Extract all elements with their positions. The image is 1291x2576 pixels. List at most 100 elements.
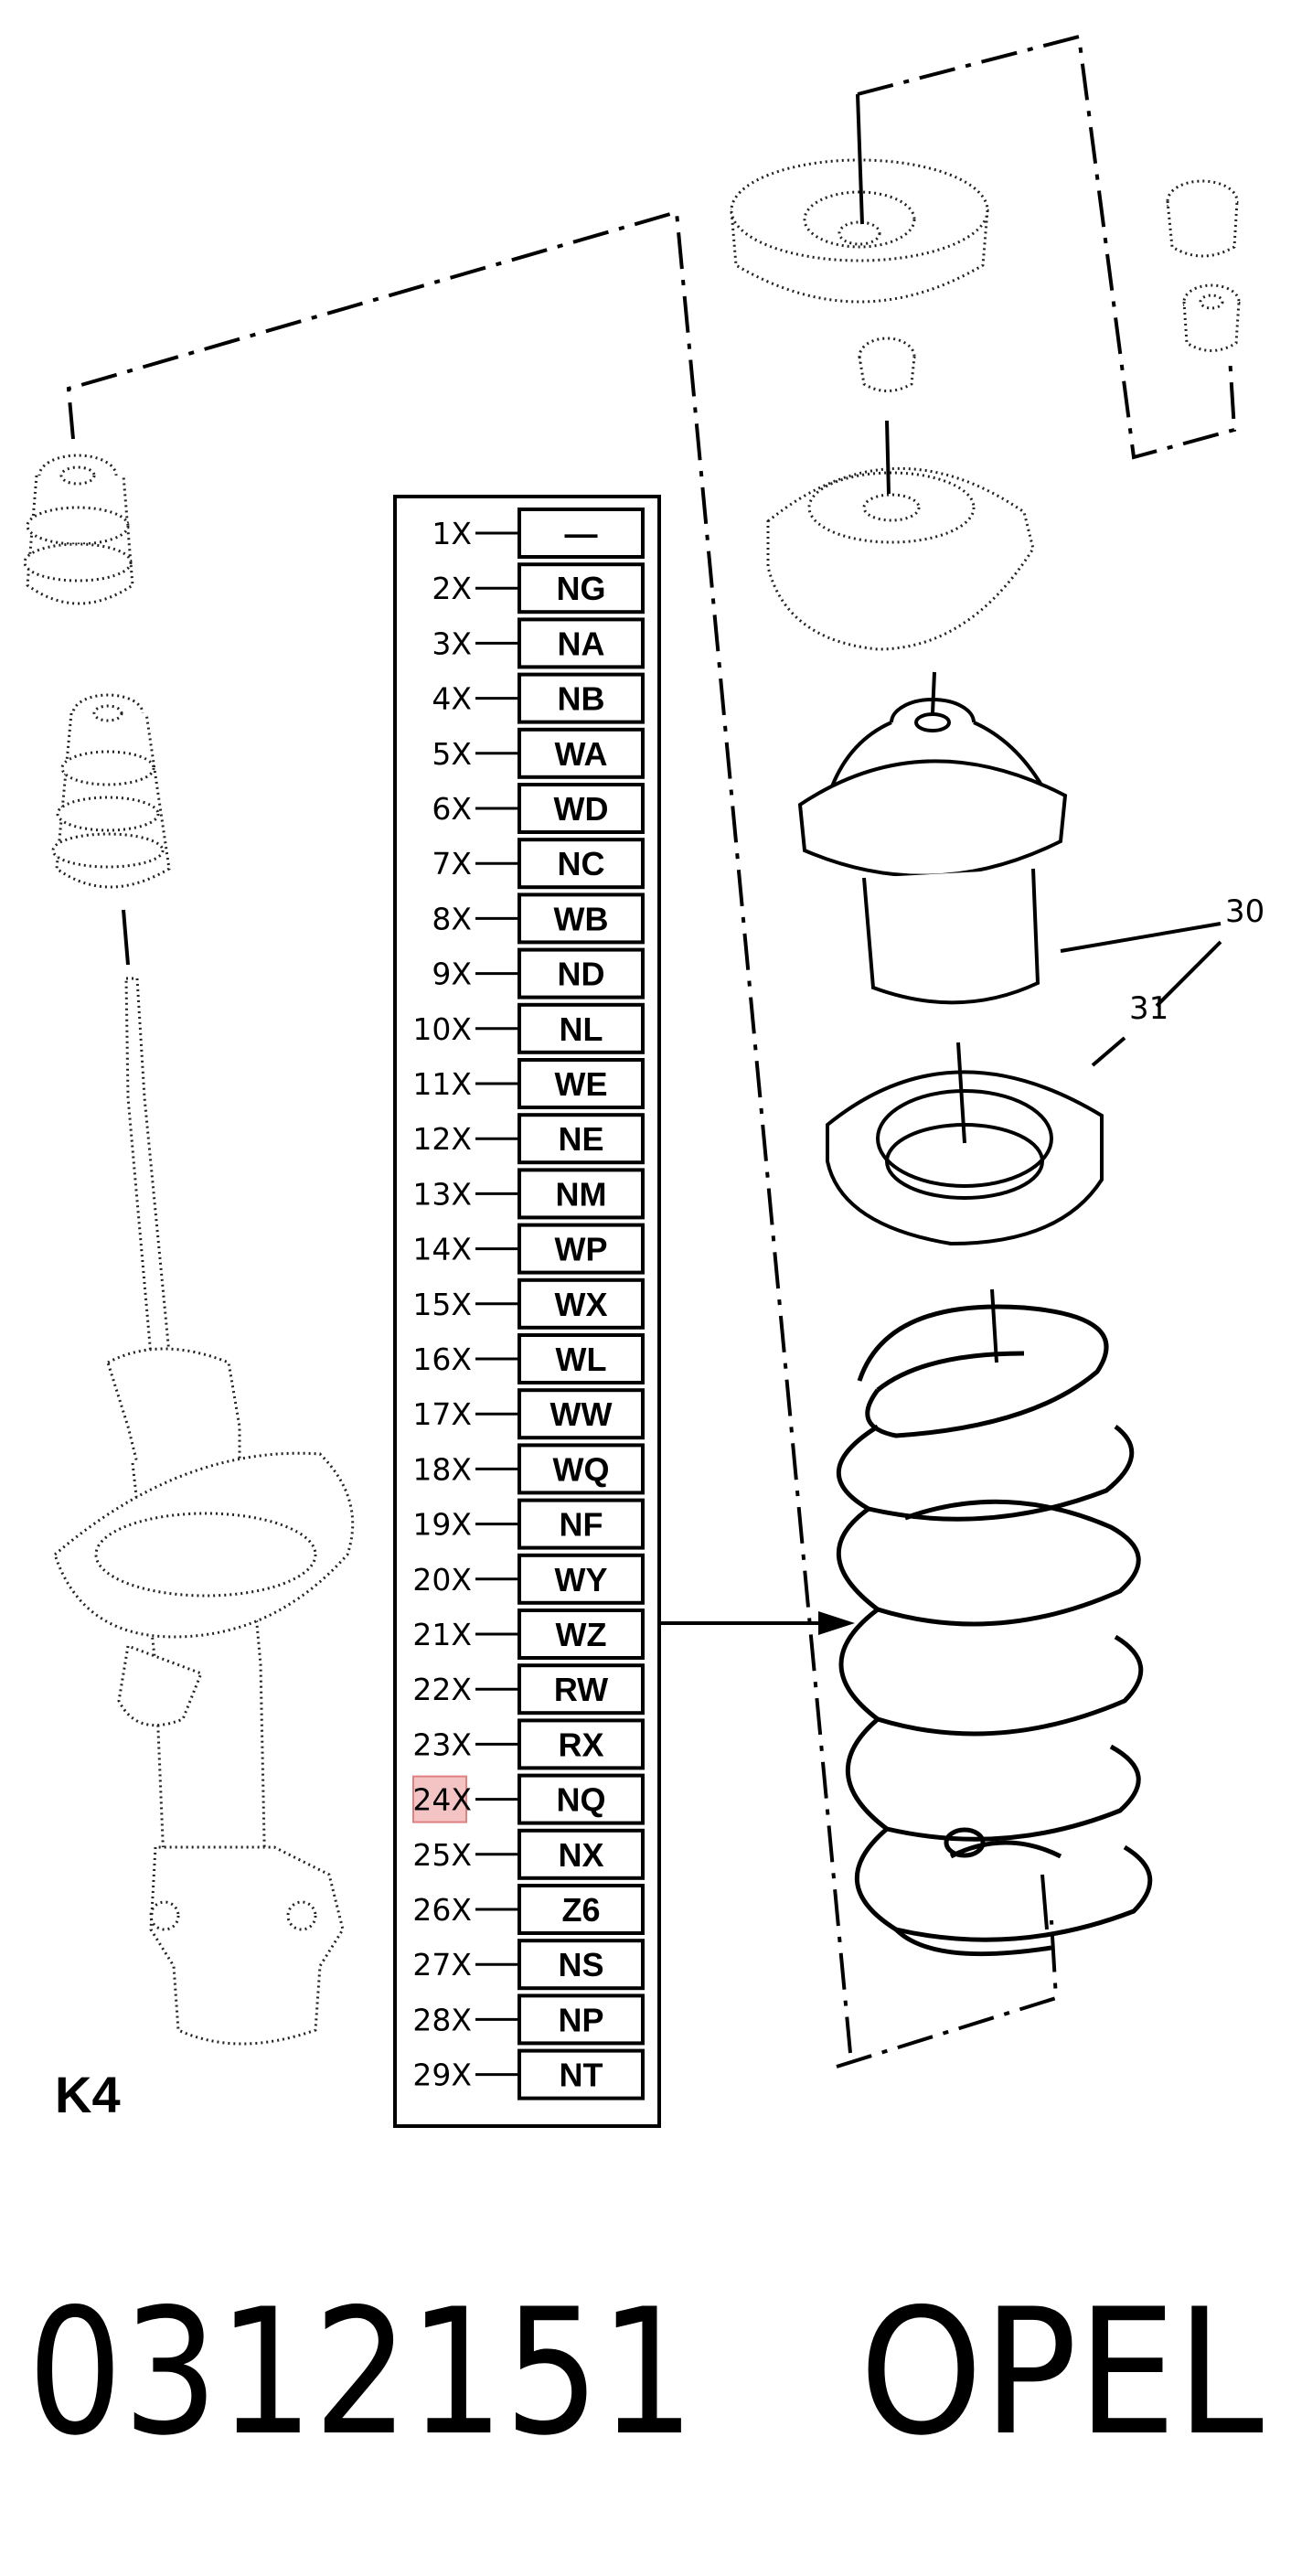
variant-code-box bbox=[517, 1388, 645, 1440]
variant-code-box bbox=[517, 1498, 645, 1550]
variant-quantity: 15X bbox=[412, 1287, 472, 1322]
variant-code: WA bbox=[555, 735, 608, 773]
variant-quantity: 14X bbox=[412, 1232, 472, 1267]
variant-row: 25X NX bbox=[412, 1828, 645, 1880]
variant-code-box bbox=[517, 1002, 645, 1054]
callout-31: 31 bbox=[1129, 990, 1168, 1027]
guide-line-bottom bbox=[836, 1919, 1059, 2068]
variant-code-box bbox=[517, 1718, 645, 1770]
variant-quantity: 3X bbox=[432, 625, 472, 661]
variant-code: NX bbox=[558, 1836, 603, 1874]
variant-code: WE bbox=[555, 1065, 608, 1103]
variant-code: NL bbox=[560, 1010, 603, 1048]
variant-code-box bbox=[517, 1168, 645, 1220]
variant-quantity: 11X bbox=[412, 1066, 472, 1102]
variant-code: WB bbox=[554, 900, 609, 937]
variant-code-box bbox=[517, 562, 645, 615]
selected-quantity-highlight bbox=[412, 1775, 467, 1823]
variant-quantity: 29X bbox=[412, 2058, 472, 2093]
variant-code: NS bbox=[558, 1946, 603, 1983]
bearing-mount bbox=[766, 420, 1035, 651]
variant-quantity: 12X bbox=[412, 1121, 472, 1157]
variant-code-box bbox=[517, 672, 645, 724]
variant-code: NA bbox=[558, 625, 605, 662]
coil-spring bbox=[836, 1288, 1153, 1957]
callout-leaders bbox=[1060, 922, 1222, 1067]
variant-code: WY bbox=[555, 1561, 608, 1598]
variant-code-box bbox=[517, 1773, 645, 1825]
variant-code-box bbox=[517, 1223, 645, 1275]
spring-seat-plate bbox=[53, 1451, 355, 1639]
variant-row: 3X NA bbox=[432, 617, 645, 669]
variant-code-box bbox=[517, 2048, 645, 2100]
variant-quantity: 5X bbox=[432, 736, 472, 772]
variant-quantity: 18X bbox=[412, 1451, 472, 1487]
variant-code-box bbox=[517, 783, 645, 834]
guide-line-top bbox=[857, 34, 1237, 460]
variant-row: 15X WX bbox=[412, 1277, 645, 1330]
variant-code: RX bbox=[558, 1726, 603, 1763]
variant-code: Z6 bbox=[561, 1891, 600, 1929]
variant-code-box bbox=[517, 1663, 645, 1716]
variant-code: WW bbox=[550, 1395, 613, 1433]
variant-code-box bbox=[517, 1609, 645, 1660]
dust-boot bbox=[797, 671, 1068, 1005]
variant-code-box bbox=[517, 1058, 645, 1109]
variant-code: NE bbox=[558, 1120, 603, 1158]
variant-code-box bbox=[517, 838, 645, 890]
variant-code-box bbox=[517, 1113, 645, 1165]
variant-code-box bbox=[517, 1443, 645, 1495]
variant-quantity: 23X bbox=[412, 1726, 472, 1762]
variant-code-box bbox=[517, 1828, 645, 1880]
variant-quantity: 22X bbox=[412, 1672, 472, 1707]
mount-cap-top bbox=[1166, 179, 1239, 258]
top-mount-parts bbox=[730, 93, 1241, 651]
variant-code: NF bbox=[560, 1506, 603, 1544]
callout-30: 30 bbox=[1225, 893, 1264, 930]
variant-code: WQ bbox=[553, 1450, 610, 1488]
variant-quantity: 19X bbox=[412, 1507, 472, 1543]
variant-code: NG bbox=[557, 570, 606, 607]
variant-code-box bbox=[517, 1993, 645, 2046]
strut-assembly bbox=[23, 454, 355, 2046]
variant-quantity: 7X bbox=[432, 846, 472, 882]
variant-code: WZ bbox=[556, 1616, 607, 1653]
variant-code-box bbox=[517, 893, 645, 945]
variant-row: 27X NS bbox=[412, 1939, 645, 1991]
variant-code-box bbox=[517, 947, 645, 999]
guide-line-left bbox=[66, 209, 852, 2054]
variant-quantity: 6X bbox=[432, 791, 472, 827]
variant-code-box bbox=[517, 1277, 645, 1330]
variant-quantity: 25X bbox=[412, 1837, 472, 1873]
variant-row: 20X WY bbox=[412, 1553, 645, 1605]
variant-code-box bbox=[517, 1333, 645, 1384]
variant-quantity: 10X bbox=[412, 1011, 472, 1047]
variant-code: WL bbox=[556, 1341, 607, 1378]
variant-row: 19X NF bbox=[412, 1498, 645, 1550]
variant-row: 24X NQ bbox=[412, 1773, 645, 1825]
variant-row: 23X RX bbox=[412, 1718, 645, 1770]
variant-row: 5X WA bbox=[432, 727, 645, 779]
variant-quantity: 24X bbox=[412, 1782, 472, 1818]
variant-quantity: 27X bbox=[412, 1947, 472, 1983]
variant-quantity: 26X bbox=[412, 1892, 472, 1928]
piston-rod bbox=[124, 977, 171, 1357]
variant-row: 6X WD bbox=[432, 783, 645, 834]
variant-code: WD bbox=[554, 790, 609, 828]
variant-code: WX bbox=[555, 1286, 608, 1323]
variant-code-box bbox=[517, 727, 645, 779]
variant-quantity: 20X bbox=[412, 1562, 472, 1598]
brand-name: OPEL bbox=[859, 2271, 1264, 2474]
variant-code: NQ bbox=[557, 1781, 606, 1819]
variant-code-box bbox=[517, 1884, 645, 1935]
